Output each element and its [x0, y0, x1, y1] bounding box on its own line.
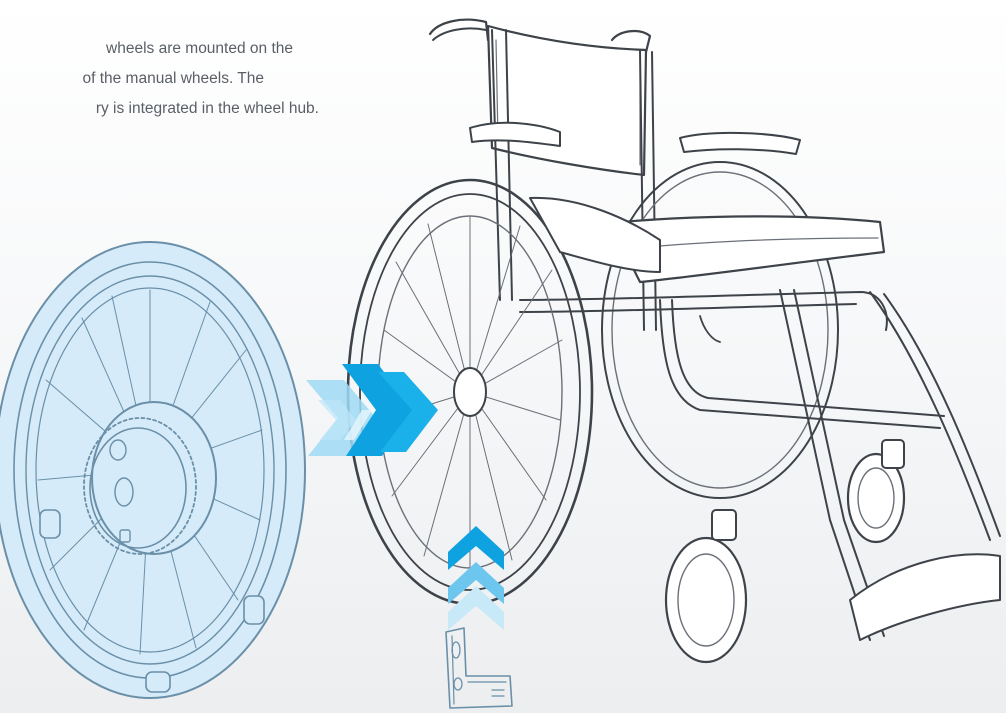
arrow-up-icon [448, 526, 504, 630]
mounting-bracket [446, 628, 512, 708]
arrow-right-icon [306, 364, 438, 456]
wheelchair-frame [348, 20, 1000, 662]
electric-wheel [0, 242, 305, 698]
